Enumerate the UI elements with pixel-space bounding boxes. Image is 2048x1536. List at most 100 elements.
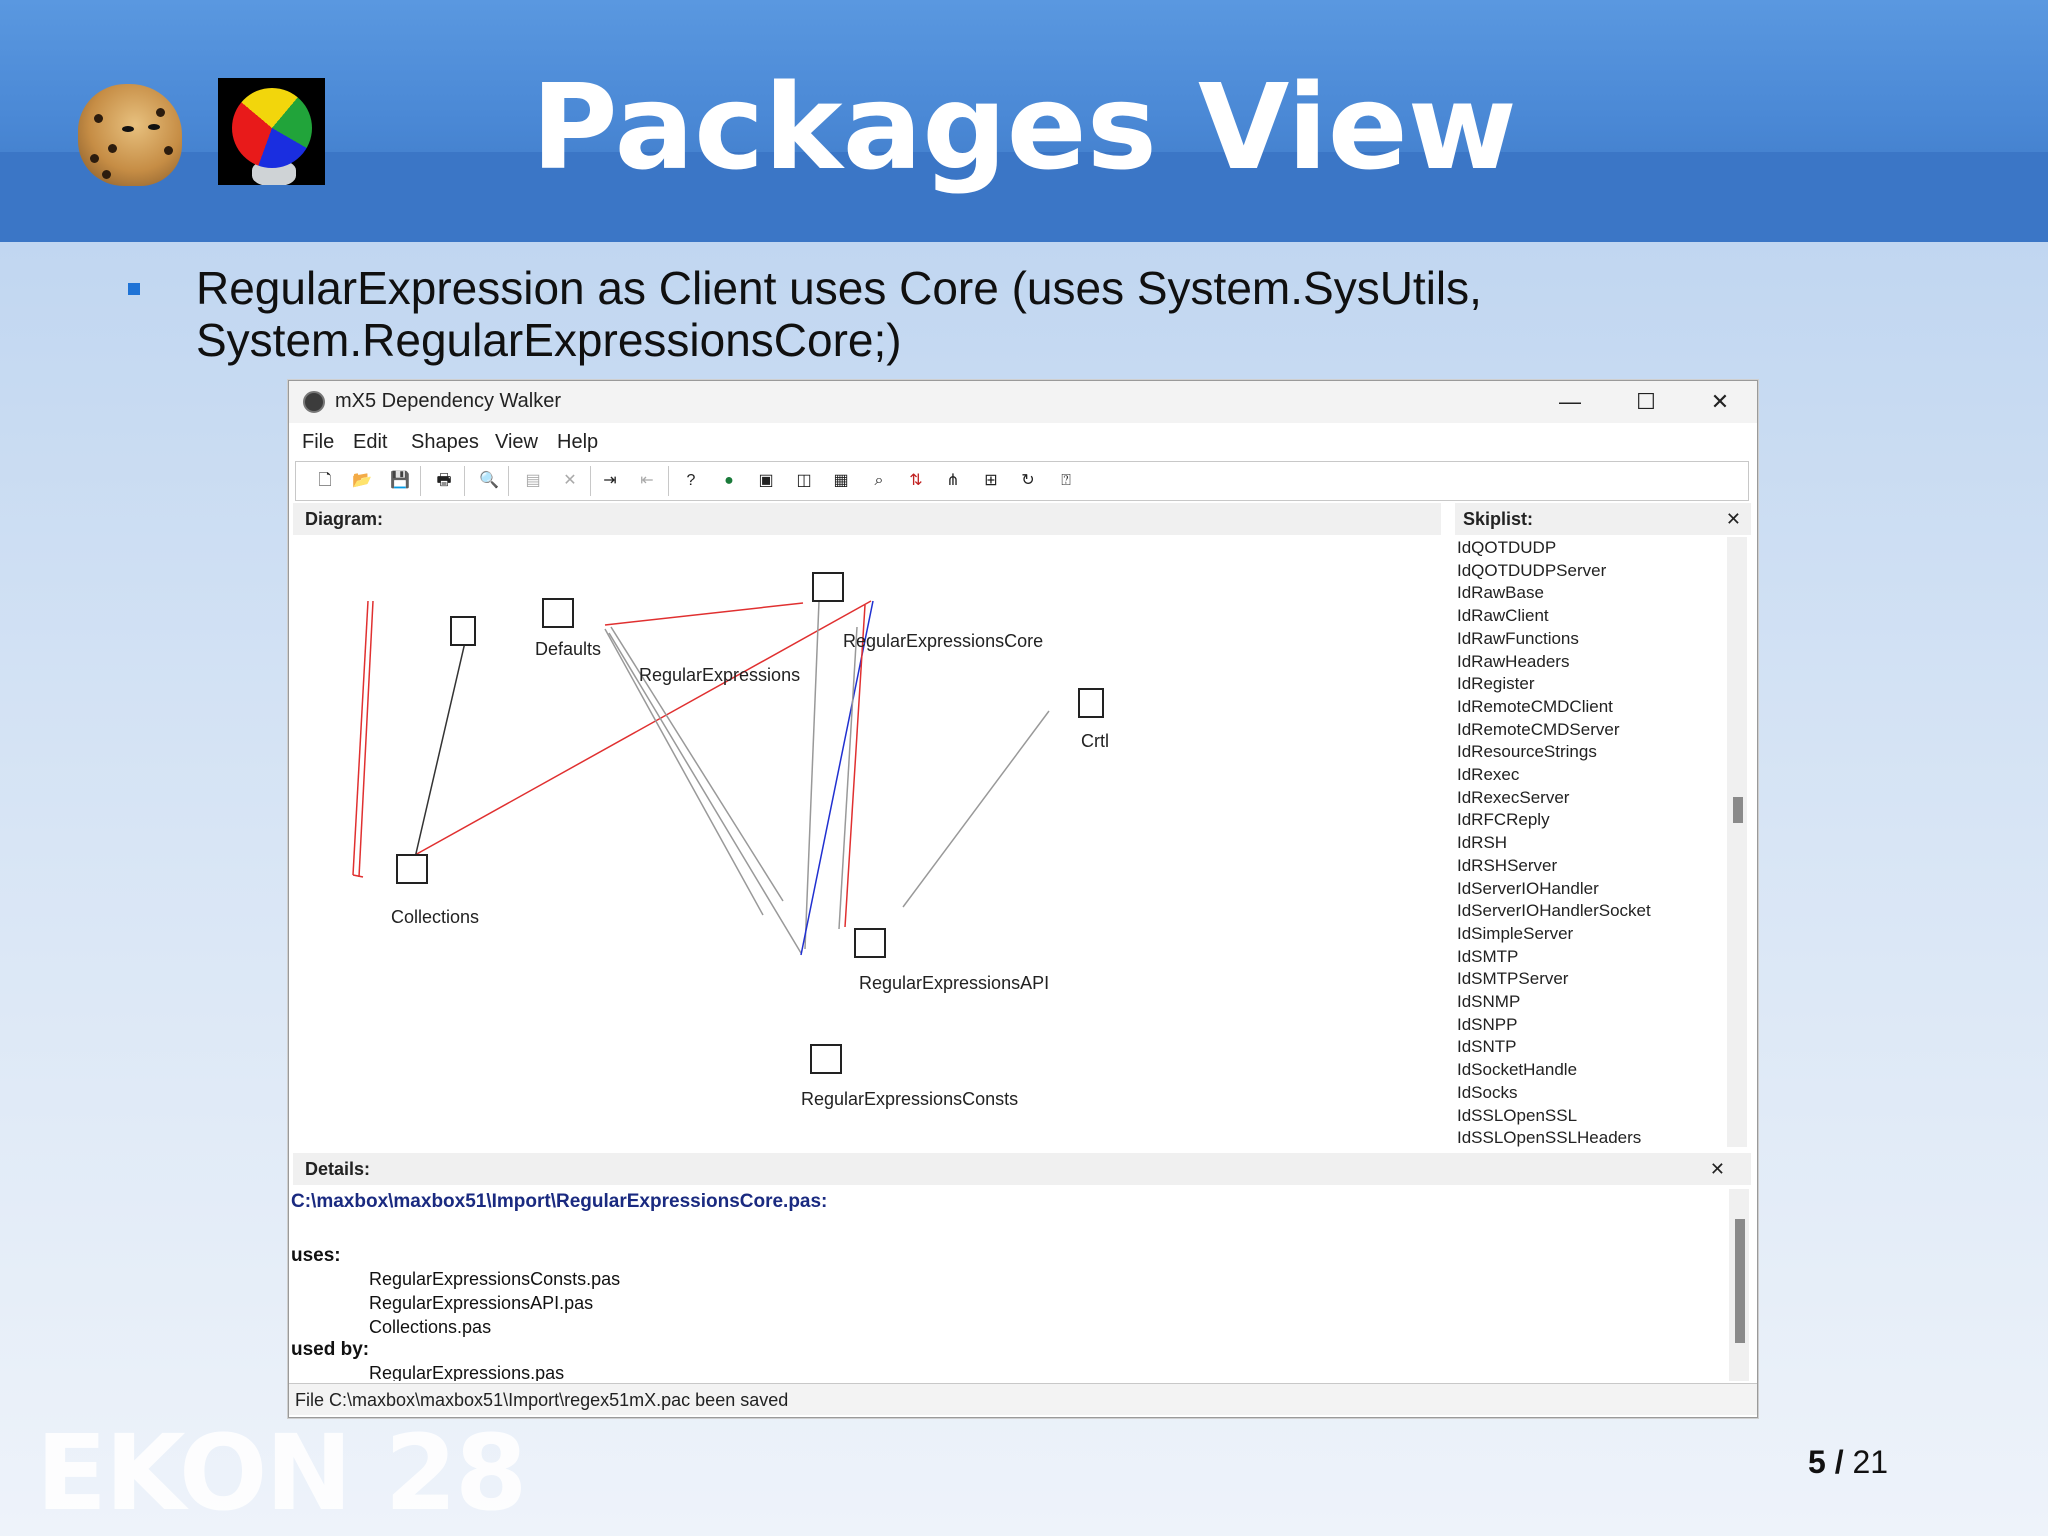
crtl-node-icon <box>1078 688 1104 718</box>
zoom-icon[interactable]: 🔍 <box>479 472 499 489</box>
edge-regex-api-a <box>604 628 764 916</box>
page-number: 5 / 21 <box>1808 1444 1888 1481</box>
list-item[interactable]: IdRawHeaders <box>1457 651 1570 671</box>
skiplist-scrollbar[interactable] <box>1727 537 1747 1147</box>
list-item[interactable]: IdRawFunctions <box>1457 628 1579 648</box>
list-item[interactable]: IdServerIOHandlerSocket <box>1457 901 1651 921</box>
find-icon[interactable]: ⌕ <box>874 472 884 489</box>
list-item[interactable]: IdSNMP <box>1457 992 1521 1012</box>
list-item[interactable]: IdSocketHandle <box>1457 1060 1578 1080</box>
diagram-canvas[interactable]: RegularExpressions Defaults RegularExpre… <box>293 537 1441 1147</box>
edge-core-consts-gray <box>804 600 820 950</box>
tree-icon[interactable]: ⋔ <box>946 472 960 489</box>
node-defaults[interactable]: Defaults <box>535 639 602 659</box>
print-icon[interactable]: 🖶 <box>436 472 452 489</box>
node-regularexpressionsapi[interactable]: RegularExpressionsAPI <box>859 973 1050 993</box>
menu-file[interactable]: File <box>302 431 335 453</box>
menu-edit[interactable]: Edit <box>353 431 388 453</box>
uses-item: RegularExpressionsConsts.pas <box>369 1269 621 1289</box>
list-item[interactable]: IdRemoteCMDClient <box>1457 696 1613 716</box>
close-details-button[interactable]: ✕ <box>1709 1159 1725 1179</box>
dependency-edges <box>352 572 1104 1074</box>
details-scrollbar[interactable] <box>1729 1189 1749 1381</box>
edge-regex-to-core <box>604 602 804 626</box>
details-label: Details: <box>305 1159 371 1179</box>
close-skiplist-button[interactable]: ✕ <box>1725 509 1741 529</box>
list-item[interactable]: IdQOTDUDPServer <box>1457 560 1607 580</box>
minimize-button[interactable]: — <box>1559 389 1581 414</box>
node-collections[interactable]: Collections <box>391 907 480 927</box>
list-item[interactable]: IdSMTPServer <box>1457 969 1569 989</box>
page-separator: / <box>1834 1444 1844 1480</box>
skiplist-list[interactable]: IdQOTDUDP IdQOTDUDPServer IdRawBase IdRa… <box>1455 537 1723 1147</box>
edge-regex-consts-a <box>608 632 802 954</box>
list-item[interactable]: IdRSH <box>1457 833 1508 853</box>
list-item[interactable]: IdRawClient <box>1457 606 1549 626</box>
close-window-button[interactable]: ✕ <box>1710 389 1730 414</box>
import-icon[interactable]: ⇤ <box>640 472 654 489</box>
list-item[interactable]: IdServerIOHandler <box>1457 878 1599 898</box>
export-icon[interactable]: ⇥ <box>603 472 617 489</box>
used-by-item: RegularExpressions.pas <box>369 1363 565 1381</box>
list-item[interactable]: IdRegister <box>1457 674 1535 694</box>
list-item[interactable]: IdRFCReply <box>1457 810 1550 830</box>
uses-item: Collections.pas <box>369 1317 492 1337</box>
delete-icon[interactable]: ✕ <box>563 472 577 489</box>
api-node-icon <box>854 928 886 958</box>
list-item[interactable]: IdSNPP <box>1457 1014 1518 1034</box>
ekon-logo: EKON 28 <box>36 1412 527 1534</box>
uses-label: uses: <box>291 1245 341 1266</box>
list-item[interactable]: IdSocks <box>1457 1082 1518 1102</box>
menu-view[interactable]: View <box>495 431 538 453</box>
node-crtl[interactable]: Crtl <box>1081 731 1109 751</box>
list-item[interactable]: IdRawBase <box>1457 583 1544 603</box>
package-icon[interactable]: ▣ <box>758 472 774 489</box>
edge-collections-to-core <box>396 600 872 866</box>
dependency-walker-window: mX5 Dependency Walker — ☐ ✕ File Edit Sh… <box>288 380 1758 1418</box>
list-item[interactable]: IdRexecServer <box>1457 787 1570 807</box>
help-icon[interactable]: ? <box>686 472 696 489</box>
list-item[interactable]: IdRSHServer <box>1457 855 1558 875</box>
node-icons <box>396 572 1104 1074</box>
list-item[interactable]: IdSNTP <box>1457 1037 1517 1057</box>
details-header: Details: ✕ <box>293 1153 1751 1185</box>
edge-collections-core-b <box>358 600 374 878</box>
list-item[interactable]: IdRemoteCMDServer <box>1457 719 1620 739</box>
refresh-icon[interactable]: ↻ <box>1021 472 1035 489</box>
list-item[interactable]: IdSMTP <box>1457 946 1519 966</box>
layout-icon[interactable]: ⊞ <box>984 472 998 489</box>
list-item[interactable]: IdRexec <box>1457 765 1520 785</box>
edge-regex-api-b <box>610 626 784 902</box>
diagram-header: Diagram: <box>293 503 1441 535</box>
bullet-text: RegularExpression as Client uses Core (u… <box>196 262 1482 366</box>
node-regularexpressions[interactable]: RegularExpressions <box>639 665 801 685</box>
menu-shapes[interactable]: Shapes <box>411 431 479 453</box>
list-item[interactable]: IdSSLOpenSSLHeaders <box>1457 1128 1642 1147</box>
node-regularexpressionsconsts[interactable]: RegularExpressionsConsts <box>801 1089 1019 1109</box>
preview-icon[interactable]: ▤ <box>525 472 541 489</box>
skiplist-scroll-thumb[interactable] <box>1733 797 1743 823</box>
used-by-label: used by: <box>291 1339 370 1360</box>
edge-collections-core-a <box>352 600 369 876</box>
slide-header <box>0 0 2048 242</box>
list-item[interactable]: IdQOTDUDP <box>1457 538 1557 557</box>
new-icon[interactable]: 🗋 <box>318 472 332 489</box>
maxbox-logo-icon <box>218 78 325 185</box>
details-scroll-thumb[interactable] <box>1735 1219 1745 1343</box>
list-item[interactable]: IdSimpleServer <box>1457 923 1574 943</box>
properties-icon[interactable]: ▦ <box>833 472 849 489</box>
open-icon[interactable]: 📂 <box>352 472 372 489</box>
menu-help[interactable]: Help <box>557 431 599 453</box>
about-icon[interactable]: ⍰ <box>1061 472 1071 489</box>
sort-icon[interactable]: ⇅ <box>909 472 923 489</box>
list-item[interactable]: IdSSLOpenSSL <box>1457 1105 1578 1125</box>
node-regularexpressionscore[interactable]: RegularExpressionsCore <box>843 631 1044 651</box>
inspect-icon[interactable]: ◫ <box>796 472 812 489</box>
list-item[interactable]: IdResourceStrings <box>1457 742 1597 762</box>
maximize-button[interactable]: ☐ <box>1636 389 1656 414</box>
skiplist-header: Skiplist: ✕ <box>1455 503 1751 535</box>
edge-core-api-gray <box>838 626 858 930</box>
globe-icon[interactable]: ● <box>724 472 734 489</box>
window-titlebar: mX5 Dependency Walker — ☐ ✕ <box>289 381 1757 423</box>
save-icon[interactable]: 💾 <box>390 472 410 489</box>
